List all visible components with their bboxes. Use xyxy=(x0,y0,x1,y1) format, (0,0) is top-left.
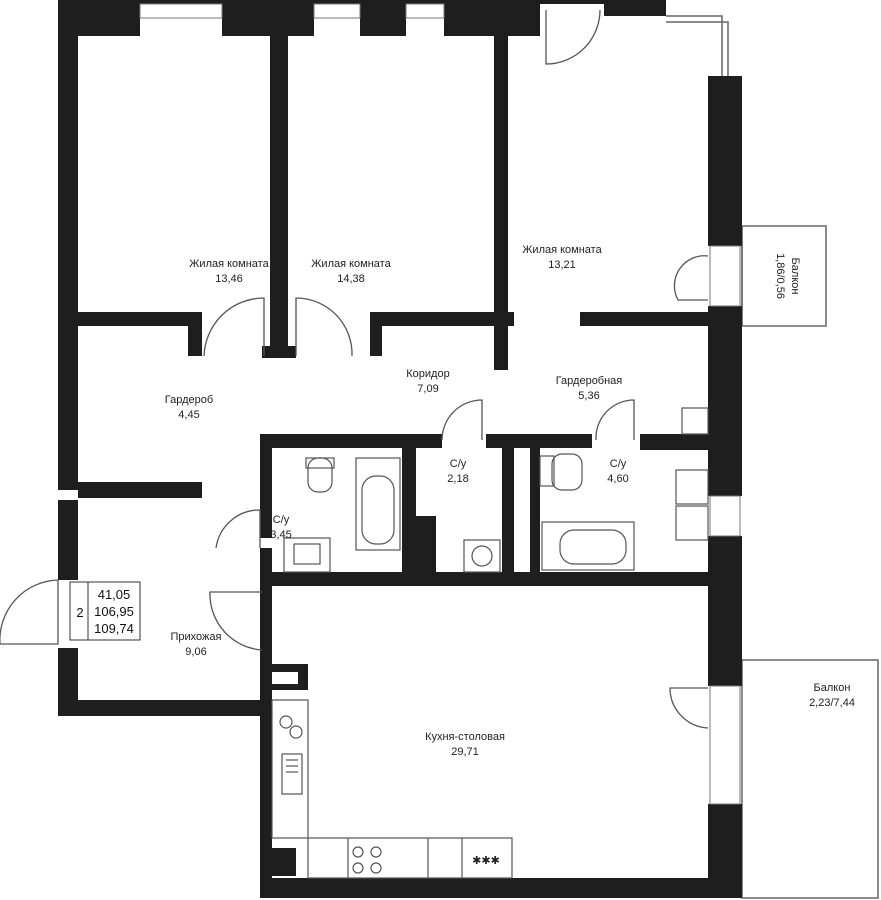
room-area-kitchen: 29,71 xyxy=(451,746,479,758)
windows xyxy=(139,3,741,805)
room-area-balcony-1: 1,86/0,56 xyxy=(774,253,786,299)
room-name-wardrobe-1: Гардероб xyxy=(165,394,213,406)
room-name-balcony-2: Балкон xyxy=(814,682,851,694)
room-area-wc-3: 3,45 xyxy=(270,529,291,541)
summary-box: 2 41,05 106,95 109,74 xyxy=(69,581,141,641)
bathtub-1 xyxy=(355,457,401,551)
room-name-wc-2: С/у xyxy=(610,458,627,470)
room-area-bedroom-2: 14,38 xyxy=(337,273,365,285)
room-name-bedroom-3: Жилая комната xyxy=(522,244,602,256)
doors xyxy=(0,9,709,729)
sink-2 xyxy=(675,469,709,505)
room-area-hall: 9,06 xyxy=(185,646,206,658)
room-name-wc-1: С/у xyxy=(450,458,467,470)
room-area-corridor: 7,09 xyxy=(417,383,438,395)
room-area-bedroom-3: 13,21 xyxy=(548,259,576,271)
walls xyxy=(58,0,742,898)
kitchen-counter-left xyxy=(271,699,309,839)
room-name-bedroom-2: Жилая комната xyxy=(311,258,391,270)
washing-machine xyxy=(463,539,501,573)
room-name-wc-3: С/у xyxy=(273,514,290,526)
room-area-balcony-2: 2,23/7,44 xyxy=(809,697,855,709)
toilet-2 xyxy=(551,453,583,491)
balcony-2-outline xyxy=(741,659,879,899)
room-name-kitchen: Кухня-столовая xyxy=(425,731,505,743)
sink-1 xyxy=(283,537,331,573)
room-name-hall: Прихожая xyxy=(171,631,222,643)
stove-marks: ✱✱✱ xyxy=(472,855,500,867)
fixtures xyxy=(271,407,709,879)
room-area-wc-1: 2,18 xyxy=(447,473,468,485)
room-name-balcony-1: Балкон xyxy=(789,258,801,295)
room-area-bedroom-1: 13,46 xyxy=(215,273,243,285)
corner-railing xyxy=(666,15,723,76)
kitchen-counter-bottom xyxy=(307,837,513,879)
room-name-wardrobe-2: Гардеробная xyxy=(556,375,623,387)
bathtub-2 xyxy=(541,521,635,571)
room-name-corridor: Коридор xyxy=(406,368,449,380)
summary-total-area: 106,95 xyxy=(94,604,134,619)
summary-total-area-with-balconies: 109,74 xyxy=(94,621,134,636)
room-area-wc-2: 4,60 xyxy=(607,473,628,485)
room-area-wardrobe-2: 5,36 xyxy=(578,390,599,402)
room-name-bedroom-1: Жилая комната xyxy=(189,258,269,270)
sink-3 xyxy=(675,505,709,541)
summary-living-area: 41,05 xyxy=(98,587,131,602)
room-area-wardrobe-1: 4,45 xyxy=(178,409,199,421)
room-labels: Жилая комната 13,46 Жилая комната 14,38 … xyxy=(165,244,855,758)
summary-rooms-count: 2 xyxy=(76,605,83,620)
